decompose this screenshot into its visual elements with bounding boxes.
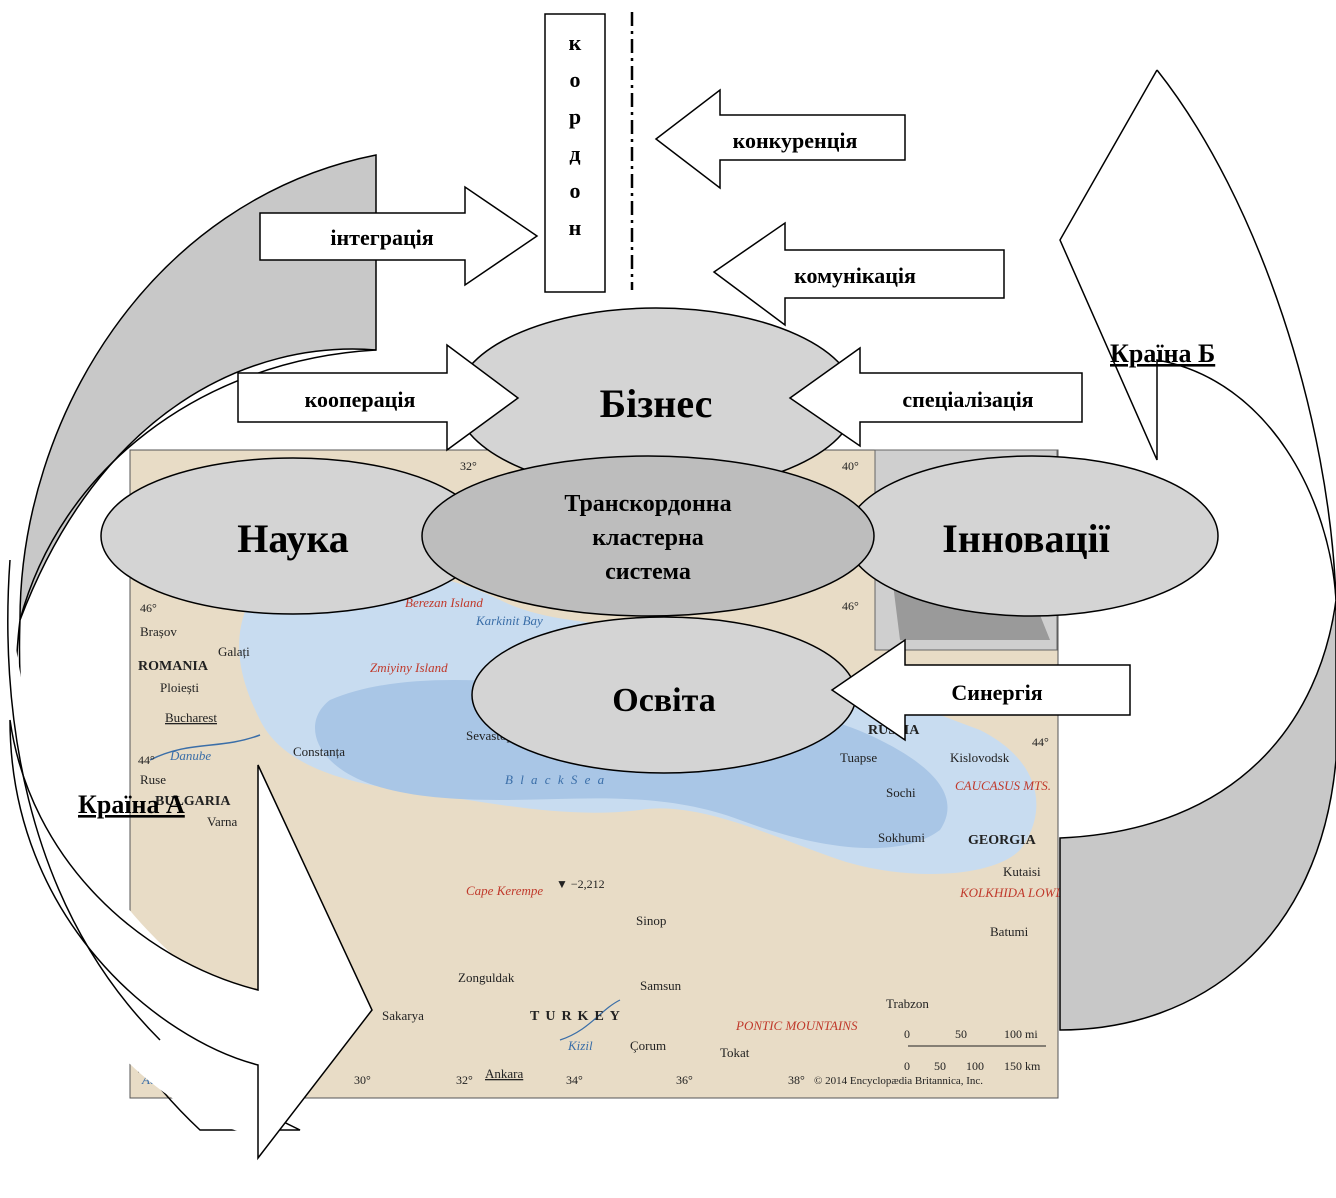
scale-km-0: 0 (904, 1059, 910, 1073)
scale-mi-50: 50 (955, 1027, 967, 1041)
left-arrow-head (9, 719, 373, 1161)
map-lon-7: 38° (788, 1073, 805, 1087)
map-city-ploiesti: Ploiești (160, 680, 199, 695)
right-arrow-head (1059, 69, 1336, 601)
map-lat-5: 44° (1032, 735, 1049, 749)
right-outer-curve (1156, 69, 1336, 601)
map-city-tokat: Tokat (720, 1045, 750, 1060)
border-letter-1: к (569, 30, 582, 55)
center-label-line-2: кластерна (592, 525, 704, 551)
border-letter-3: р (569, 104, 581, 129)
cooperation-arrow (237, 343, 520, 452)
map-city-tuapse: Tuapse (840, 750, 877, 765)
center-label-line-3: система (605, 559, 691, 585)
map-feature-kolkhida: KOLKHIDA LOWLAND (959, 885, 1089, 900)
border-letter-6: н (569, 215, 582, 240)
center-ellipse (421, 455, 875, 617)
map-lon-5: 34° (566, 1073, 583, 1087)
map-lon-4: 32° (456, 1073, 473, 1087)
synergy-arrow (830, 638, 1131, 742)
country-b-label: Країна Б (1110, 339, 1215, 368)
border-letter-4: д (569, 141, 580, 166)
map-city-constanta: Constanța (293, 744, 345, 759)
map-lat-4: 46° (842, 599, 859, 613)
map-lon-6: 36° (676, 1073, 693, 1087)
competition-arrow (654, 88, 906, 190)
map-city-varna: Varna (207, 814, 238, 829)
map-copyright: © 2014 Encyclopædia Britannica, Inc. (814, 1075, 983, 1087)
map-feature-kizil: Kizil (567, 1038, 593, 1053)
border-letter-2: о (570, 67, 581, 92)
map-country-bulgaria: BULGARIA (155, 794, 231, 809)
scale-km-100: 100 (966, 1059, 984, 1073)
kizil-river (559, 999, 621, 1041)
map-city-samsun: Samsun (640, 978, 682, 993)
left-curved-arrow-gray (19, 154, 377, 621)
education-label: Освіта (612, 682, 715, 719)
scale-mi-0: 0 (904, 1027, 910, 1041)
map-city-ruse: Ruse (140, 772, 166, 787)
map-city-bucharest: Bucharest (165, 710, 217, 725)
cooperation-label: кооперація (305, 387, 416, 412)
communication-arrow (712, 221, 1005, 327)
country-a-label: Країна А (78, 790, 185, 819)
map-lat-1: 46° (140, 601, 157, 615)
map-city-sokhumi: Sokhumi (878, 830, 925, 845)
map-feature-pontic: PONTIC MOUNTAINS (735, 1018, 858, 1033)
map-depth: ▼ −2,212 (556, 877, 605, 891)
center-label-line-1: Транскордонна (564, 491, 731, 517)
map-feature-zmiyiny: Zmiyiny Island (370, 660, 448, 675)
business-label: Бізнес (600, 381, 713, 426)
map-feature-danube: Danube (169, 748, 211, 763)
map-city-zonguldak: Zonguldak (458, 970, 515, 985)
map-scale-bar: 0 50 100 mi 0 50 100 150 km (904, 1027, 1046, 1073)
synergy-label: Синергія (951, 680, 1042, 705)
map-sea-name: B l a c k S e a (505, 772, 606, 787)
left-outer-curve (7, 559, 161, 1041)
specialization-label: спеціалізація (902, 387, 1033, 412)
map-city-corum: Çorum (630, 1038, 666, 1053)
map-city-sakarya: Sakarya (382, 1008, 424, 1023)
map-lat-2: 44° (138, 753, 155, 767)
map-feature-berezan: Berezan Island (405, 595, 483, 610)
integration-label: інтеграція (330, 225, 433, 250)
border-box (544, 13, 606, 293)
science-label: Наука (237, 516, 349, 561)
map-city-sinop: Sinop (636, 913, 666, 928)
map-city-galati: Galați (218, 644, 250, 659)
map-lon-2: 40° (842, 459, 859, 473)
map-city-sochi: Sochi (886, 785, 916, 800)
map-city-ankara: Ankara (485, 1066, 523, 1081)
map-feature-caucasus: CAUCASUS MTS. (955, 778, 1051, 793)
map-lon-1: 32° (460, 459, 477, 473)
scale-km-50: 50 (934, 1059, 946, 1073)
map-city-kislovodsk: Kislovodsk (950, 750, 1010, 765)
map-country-romania: ROMANIA (138, 659, 209, 674)
map-city-batumi: Batumi (990, 924, 1029, 939)
map-country-turkey: TURKEY (530, 1009, 626, 1024)
map-country-georgia: GEORGIA (968, 833, 1037, 848)
danube-river (149, 734, 261, 761)
map-feature-cape-kerempe: Cape Kerempe (466, 883, 543, 898)
border-letter-5: о (570, 178, 581, 203)
map-city-brasov: Brașov (140, 624, 177, 639)
integration-arrow (259, 185, 539, 287)
communication-label: комунікація (794, 263, 916, 288)
map-feature-karkinit: Karkinit Bay (475, 613, 543, 628)
scale-mi-100: 100 mi (1004, 1027, 1038, 1041)
map-lon-3: 30° (354, 1073, 371, 1087)
map-city-trabzon: Trabzon (886, 996, 929, 1011)
map-city-kutaisi: Kutaisi (1003, 864, 1041, 879)
specialization-arrow (788, 346, 1083, 448)
innovation-label: Інновації (942, 516, 1110, 561)
scale-km-150: 150 km (1004, 1059, 1041, 1073)
competition-label: конкуренція (733, 128, 858, 153)
